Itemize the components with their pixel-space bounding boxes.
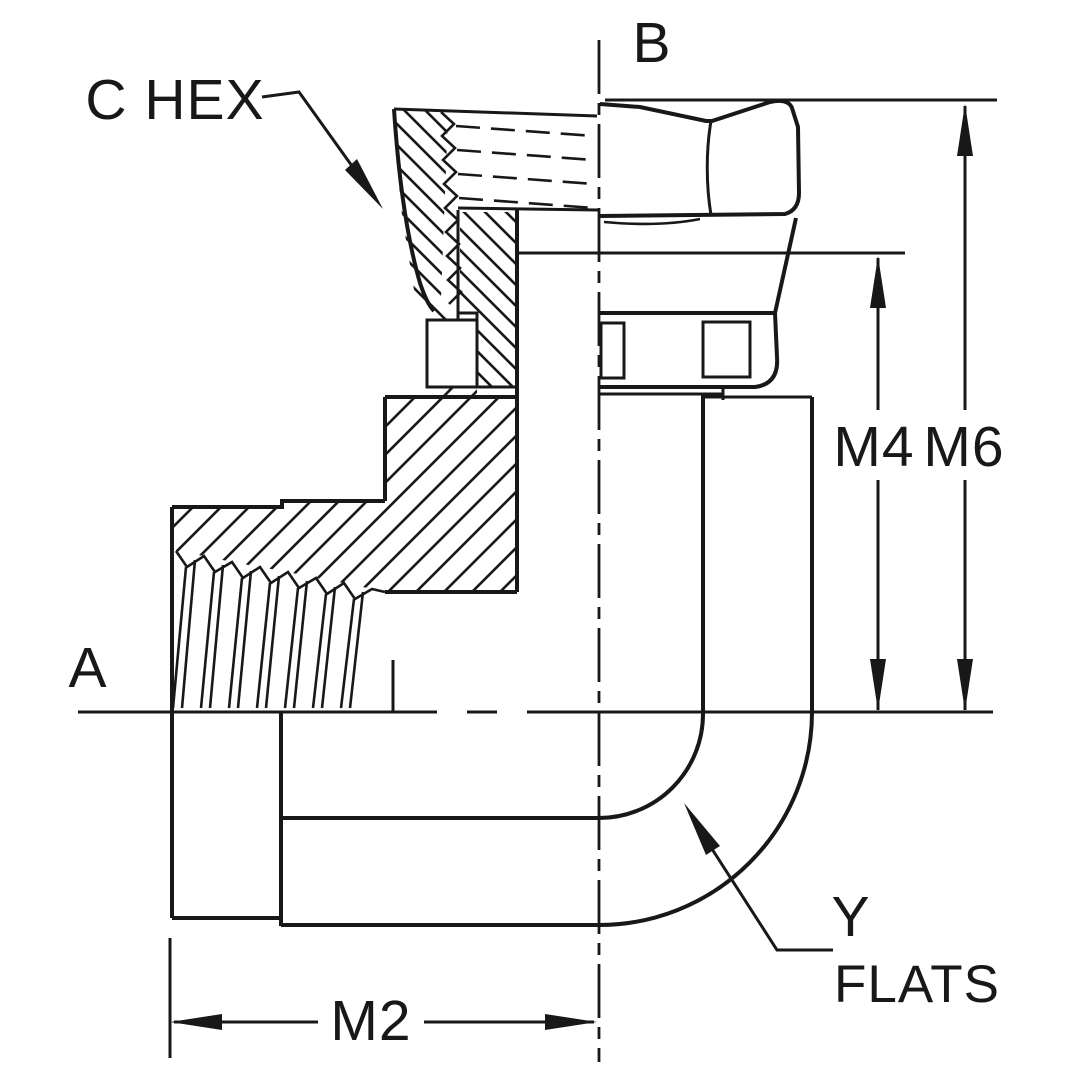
sleeve-top-face — [457, 206, 599, 212]
c-hex-leader-line — [261, 90, 354, 167]
label-dim-m2: M2 — [330, 989, 411, 1053]
nut-hex-bottom-arc — [603, 217, 701, 226]
m6-arrow-up — [957, 104, 973, 156]
leader-c-hex — [261, 90, 383, 209]
nut-wall-hatch — [394, 109, 455, 320]
label-flats: FLATS — [834, 955, 1000, 1014]
label-c-hex: C HEX — [85, 68, 264, 132]
section-hatching — [172, 109, 517, 592]
sleeve-flange — [425, 318, 479, 389]
body-block-edges — [385, 210, 519, 594]
nut-hex-facet-line — [705, 120, 713, 216]
nut-wall-outer-edge — [392, 108, 436, 313]
dimension-m2 — [168, 938, 597, 1058]
elbow-inner-silhouette — [282, 397, 705, 820]
elbow-outer-silhouette — [281, 397, 814, 928]
label-dim-m4: M4 — [833, 415, 914, 479]
label-port-a: A — [68, 636, 107, 700]
left-port-outline — [170, 397, 395, 926]
tube-sleeve — [425, 206, 599, 389]
nut-thread-flanks — [455, 124, 595, 210]
leader-y-flats — [684, 803, 833, 952]
flats-collar — [599, 311, 780, 400]
port-wall-hatch — [172, 501, 385, 592]
m2-arrow-left — [170, 1014, 222, 1030]
m4-arrow-up — [870, 256, 886, 308]
port-top-face — [172, 499, 385, 509]
label-dim-m6: M6 — [923, 415, 1004, 479]
m4-arrow-down — [870, 659, 886, 711]
dimension-m4 — [519, 251, 905, 711]
collar-lower-edge — [600, 388, 725, 400]
centerlines — [78, 40, 993, 1062]
collar-window-left — [599, 321, 626, 380]
elbow-body-outline — [281, 210, 814, 928]
port-thread-flanks — [171, 559, 365, 709]
collar-notch-hatch — [427, 387, 477, 397]
nut-section-top-edge — [393, 107, 598, 118]
label-flats-y: Y — [831, 885, 870, 949]
nut-skirt-slant — [773, 217, 798, 314]
label-port-b: B — [632, 11, 671, 75]
m2-arrow-right — [545, 1014, 597, 1030]
y-flats-leader-line — [710, 848, 833, 952]
nut-hex-outline — [599, 98, 802, 218]
dimension-m6 — [605, 98, 997, 711]
collar-window-right — [701, 320, 752, 379]
m6-arrow-down — [957, 659, 973, 711]
c-hex-leader-arrow — [345, 159, 383, 209]
body-block-hatch — [385, 397, 517, 592]
nut-thread-profile — [440, 111, 463, 305]
collar-right-and-bottom — [600, 312, 780, 389]
y-flats-leader-arrow — [684, 803, 720, 855]
swivel-nut — [392, 98, 802, 314]
